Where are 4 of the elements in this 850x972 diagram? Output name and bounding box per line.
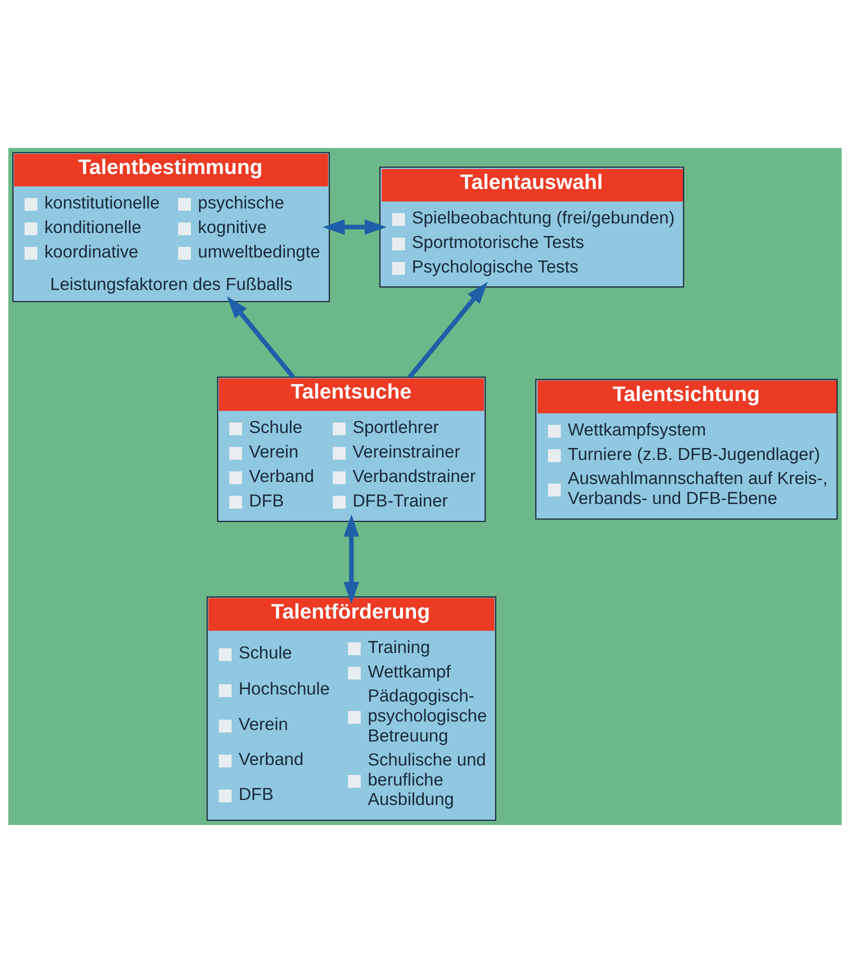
- arrow: [344, 514, 360, 604]
- arrow: [322, 218, 387, 234]
- arrow: [226, 296, 295, 378]
- arrow: [408, 281, 488, 378]
